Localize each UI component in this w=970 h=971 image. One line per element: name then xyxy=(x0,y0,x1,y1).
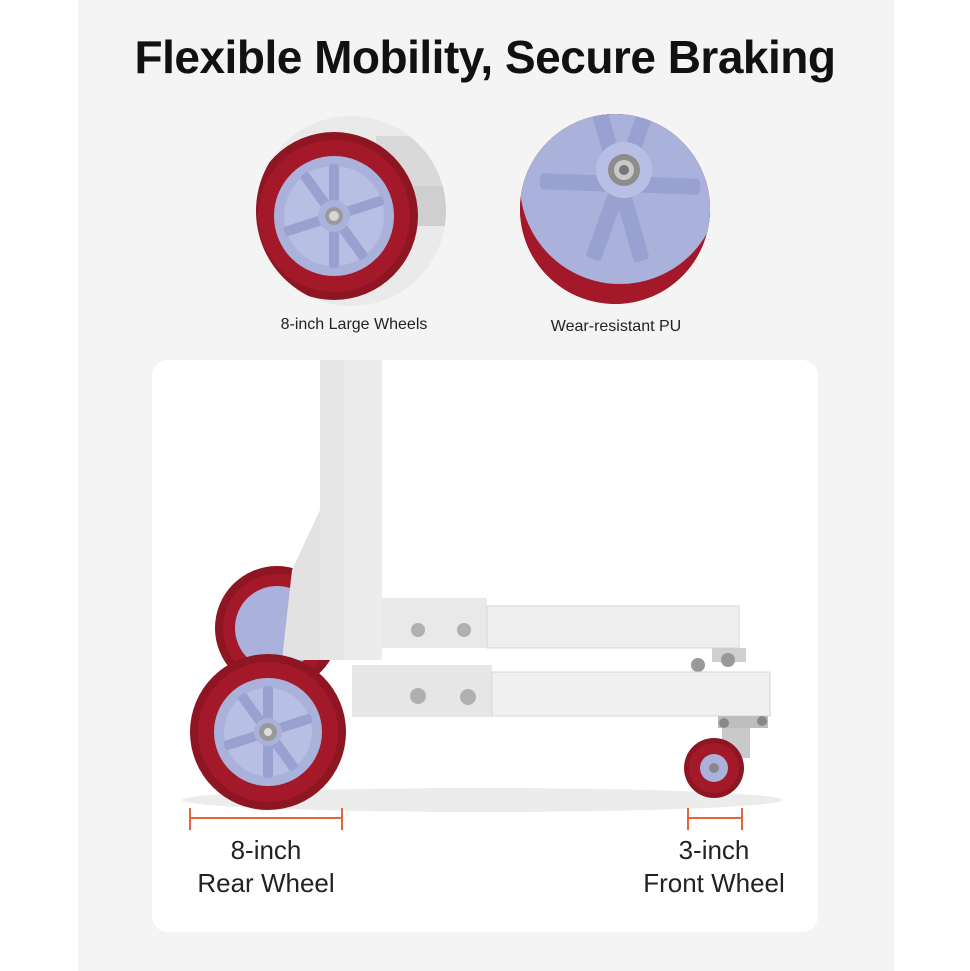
large-wheel-caption: 8-inch Large Wheels xyxy=(280,316,428,333)
rear-wheel-label: 8-inch Rear Wheel xyxy=(152,834,386,900)
large-wheel-icon xyxy=(256,116,446,306)
pu-tread-caption: Wear-resistant PU xyxy=(550,318,682,335)
front-caster-wheel-icon xyxy=(684,738,744,798)
product-stage: 8-inch Rear Wheel 3-inch Front Wheel xyxy=(152,360,818,932)
page-title: Flexible Mobility, Secure Braking xyxy=(134,31,836,83)
rear-wheel-dimension-line xyxy=(189,808,343,830)
front-wheel-label: 3-inch Front Wheel xyxy=(594,834,818,900)
large-wheel-detail xyxy=(256,116,446,306)
front-wheel-dimension-line xyxy=(687,808,743,830)
rolling-stand-illustration xyxy=(182,360,782,830)
pu-tread-icon xyxy=(520,114,710,304)
rear-wheel-name: Rear Wheel xyxy=(197,868,335,898)
rear-wheel-size: 8-inch xyxy=(230,835,302,865)
front-wheel-size: 3-inch xyxy=(678,835,750,865)
front-rear-wheel-icon xyxy=(190,654,346,810)
pu-tread-detail xyxy=(520,114,710,304)
front-wheel-name: Front Wheel xyxy=(643,868,785,898)
